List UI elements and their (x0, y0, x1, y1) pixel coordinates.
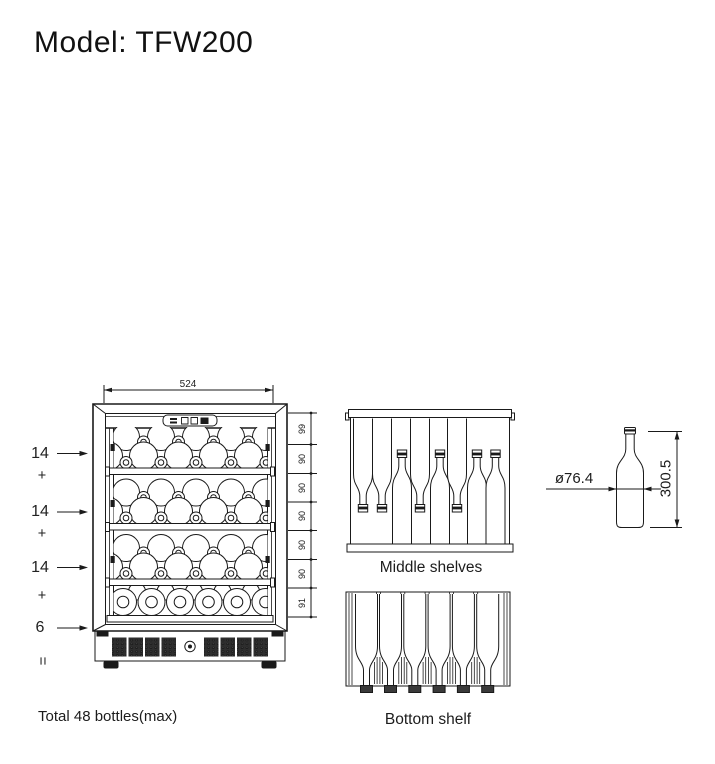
standing-bottles-row (113, 583, 268, 616)
bottle-side-view (542, 418, 694, 538)
shelves (106, 467, 275, 622)
diameter-dimension (546, 486, 661, 492)
middle-shelf-top-view (344, 406, 516, 556)
bottle-diameter-label: ø76.4 (554, 470, 594, 487)
wine-cooler-front-view (28, 378, 320, 669)
control-panel (163, 415, 217, 426)
bottom-count-label: 6 (35, 619, 45, 636)
feet (103, 661, 277, 669)
lying-bottles (353, 418, 506, 544)
shelf-count-label: 14 (31, 444, 49, 462)
height-dimension-label: 91 (297, 597, 307, 608)
count-arrows (57, 450, 88, 631)
plus-sign: + (37, 525, 47, 542)
page-title: Model: TFW200 (34, 26, 254, 59)
height-dimension-label: 90 (297, 454, 307, 465)
height-dimension-label: 90 (297, 539, 307, 550)
bottom-shelf-caption: Bottom shelf (384, 711, 472, 728)
bottle-foot-tabs (361, 686, 494, 693)
height-dimension-label: 90 (297, 511, 307, 522)
plinth (95, 631, 285, 661)
plus-sign: + (37, 587, 47, 604)
plus-sign: + (37, 468, 47, 484)
vent-grille (112, 637, 268, 657)
bottom-shelf-top-view (342, 591, 514, 700)
shelf-rails (346, 410, 515, 545)
bottle-outline (617, 428, 644, 528)
height-dimension (648, 432, 682, 528)
shelf-wires (349, 591, 507, 685)
width-dimension-label: 524 (179, 379, 197, 390)
shelf-count-label: 14 (31, 558, 49, 576)
bottle-height-label: 300.5 (657, 459, 675, 498)
lock-icon (185, 641, 195, 651)
shelf-frame (346, 592, 510, 686)
shelf-front-rail (347, 544, 513, 552)
top-width-dimension (104, 385, 273, 403)
total-bottles-caption: Total 48 bottles(max) (38, 708, 178, 725)
shelf-bracket-tabs (110, 444, 270, 563)
height-dimension-label: 99 (297, 424, 307, 435)
shelf-count-label: 14 (31, 503, 49, 520)
side-height-dimension (288, 411, 317, 619)
middle-shelves-caption: Middle shelves (379, 559, 483, 576)
equals-sign: = (34, 656, 51, 666)
height-dimension-label: 90 (297, 482, 307, 493)
height-dimension-label: 90 (297, 568, 307, 579)
